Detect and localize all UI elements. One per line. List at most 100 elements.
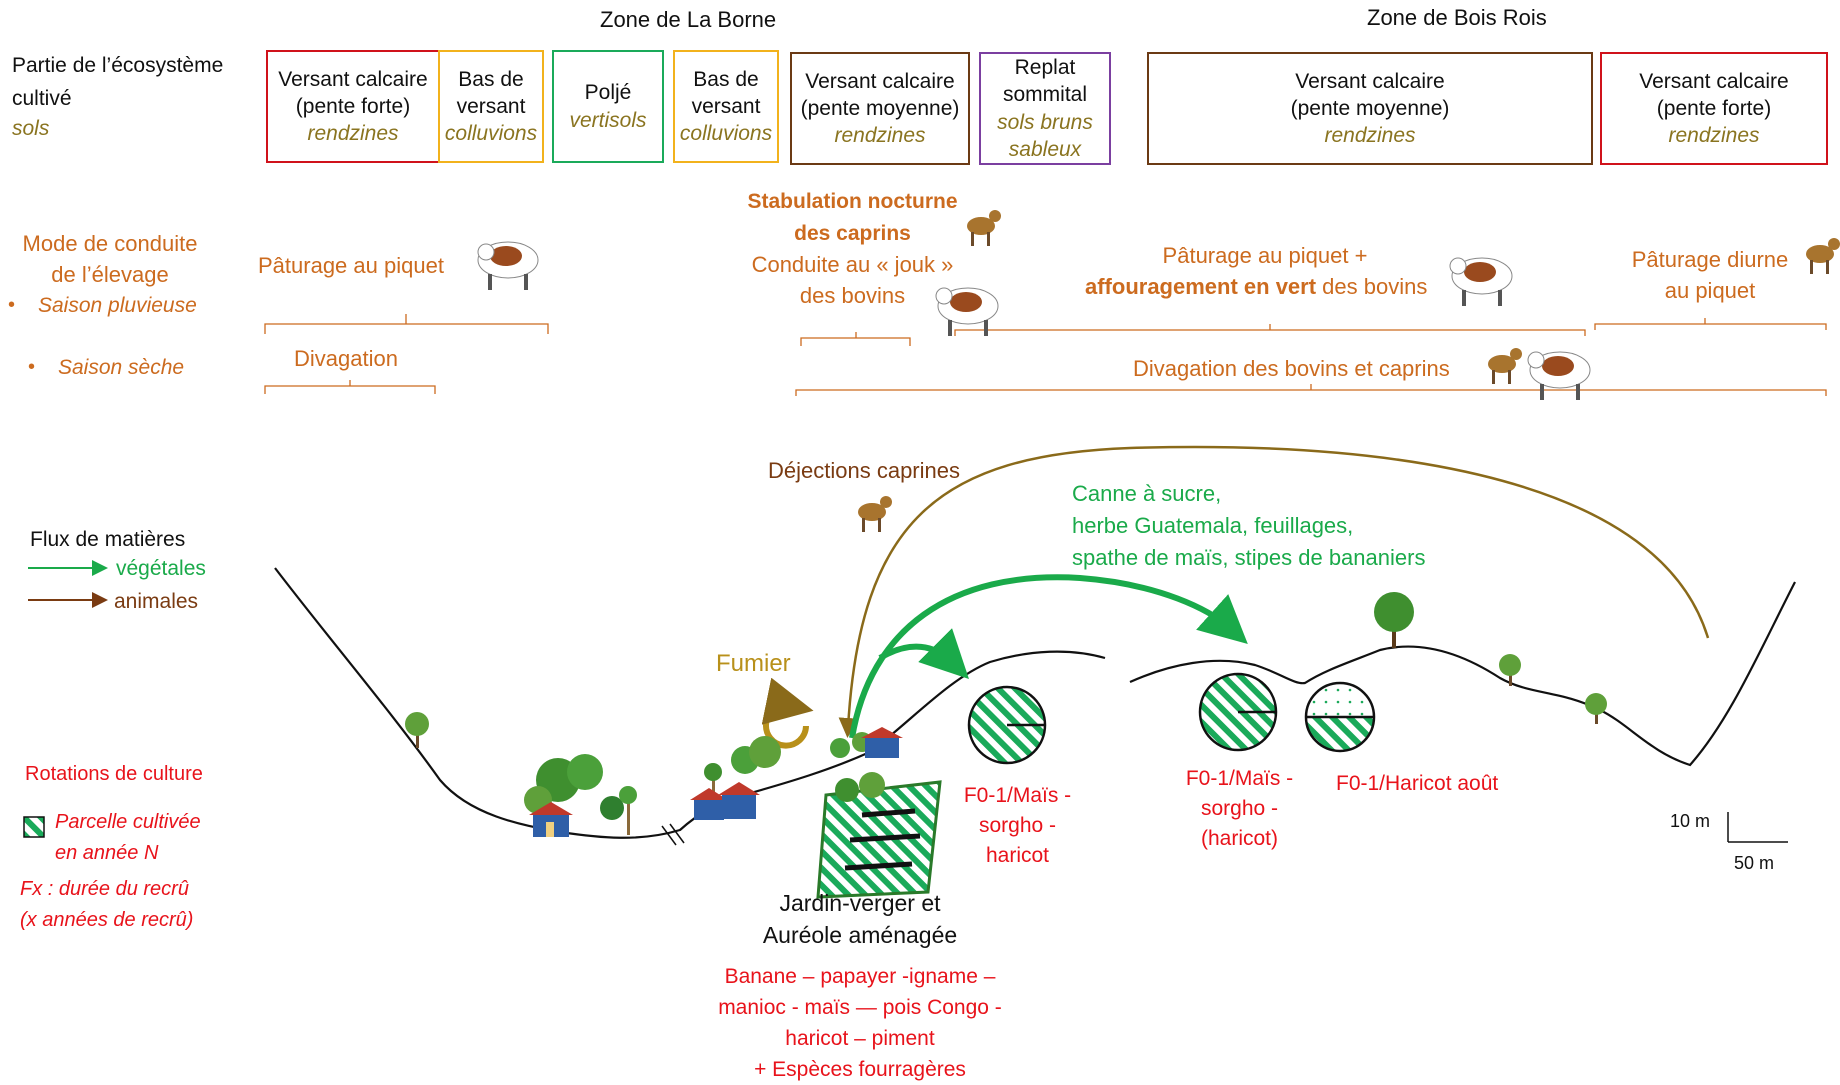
stabulation-text-cont: des caprins: [794, 222, 911, 245]
divagation-bovins-caprins-text: Divagation des bovins et caprins: [1133, 356, 1450, 381]
plot-circle-1: [967, 685, 1047, 765]
unit-name: versant: [691, 94, 761, 118]
mode-conduite-label: Mode de conduite: [22, 231, 198, 256]
sols-label: sols: [12, 117, 50, 140]
bullet: •: [8, 294, 16, 316]
legend-plot-label: Parcelle cultivée: [55, 811, 201, 833]
cow-icon: [1527, 351, 1591, 400]
plot-circle-2: [1198, 672, 1278, 752]
divagation-text: Divagation: [294, 346, 398, 371]
tree-cluster-icon: [704, 732, 885, 805]
ecosystem-unit-box: Versant calcaire(pente moyenne)rendzines: [790, 52, 970, 165]
vegetal-flux-list: Canne à sucre, herbe Guatemala, feuillag…: [1072, 478, 1425, 574]
tree-icon: [1374, 592, 1414, 648]
unit-name: Poljé: [584, 81, 632, 105]
jardin-crop-line: + Espèces fourragères: [754, 1058, 966, 1081]
fx-legend: Fx : durée du recrû: [20, 878, 189, 900]
scale-vertical-label: 10 m: [1670, 811, 1711, 831]
unit-name: Versant calcaire: [1639, 69, 1789, 93]
cow-icon: [1449, 257, 1513, 306]
paturage-diurne-text-cont: au piquet: [1664, 278, 1756, 303]
vegetal-flow-arrow-east: [849, 574, 1248, 739]
unit-name: Bas de: [458, 67, 524, 91]
dejections-arrow: [838, 445, 1710, 738]
house-icon: [529, 802, 573, 837]
cow-icon: [935, 287, 999, 336]
cow-icon: [477, 241, 539, 290]
unit-name: Versant calcaire: [1295, 69, 1445, 93]
stabulation-text: Stabulation nocturne: [747, 190, 958, 213]
jardin-verger-plot: [816, 780, 942, 899]
paturage-piquet-text: Pâturage au piquet: [258, 253, 444, 278]
vegetal-flux-item: herbe Guatemala, feuillages,: [1072, 513, 1354, 538]
unit-name: Replat: [1014, 55, 1076, 79]
ecosystem-unit-box: Versant calcaire (pente forte) rendzines: [266, 50, 440, 163]
jardin-crops: Banane – papayer -igname – manioc - maïs…: [680, 961, 1040, 1085]
legend-plot-square: [23, 816, 45, 838]
ecosystem-unit-box: Versant calcaire (pente forte) rendzines: [1600, 52, 1828, 165]
saison-pluvieuse-label: Saison pluvieuse: [38, 294, 197, 317]
flux-animales-label: animales: [114, 590, 199, 613]
bullet: •: [28, 356, 36, 378]
ecosystem-label: Partie de l’écosystème: [12, 54, 224, 77]
vegetal-flux-item: Canne à sucre,: [1072, 481, 1222, 506]
plot2-label: F0-1/Maïs - sorgho - (haricot): [1162, 764, 1317, 854]
unit-soil: rendzines: [1324, 124, 1416, 148]
tree-icon: [1585, 693, 1607, 724]
unit-name: (pente moyenne): [800, 96, 960, 120]
affouragement-text: Pâturage au piquet +: [1162, 243, 1368, 268]
goat-icon: [858, 496, 892, 532]
profile-break-mark: [669, 823, 685, 844]
unit-name: versant: [456, 94, 526, 118]
unit-name: Bas de: [693, 67, 759, 91]
flux-title: Flux de matières: [30, 528, 186, 551]
paturage-diurne-text: Pâturage diurne: [1631, 247, 1789, 272]
plot1-label-line: haricot: [985, 844, 1050, 867]
unit-name: (pente forte): [295, 94, 411, 118]
zone-title-bois-rois: Zone de Bois Rois: [1367, 5, 1547, 30]
unit-soil: rendzines: [834, 124, 926, 148]
rotations-title: Rotations de culture: [25, 763, 203, 785]
unit-name: (pente moyenne): [1290, 96, 1450, 120]
scale-bar: [1727, 812, 1788, 843]
landscape-profile-east: [1129, 581, 1796, 767]
unit-soil: rendzines: [307, 122, 399, 146]
tree-icon: [1499, 654, 1521, 686]
jardin-title: Jardin-verger et: [779, 890, 941, 916]
profile-break-mark: [661, 825, 677, 846]
fx-legend-cont: (x années de recrû): [20, 909, 194, 931]
unit-soil: rendzines: [1668, 124, 1760, 148]
house-icon: [690, 782, 760, 820]
plot2-label-line: (haricot): [1200, 827, 1279, 850]
jardin-crop-line: Banane – papayer -igname –: [724, 965, 996, 988]
plot2-label-line: F0-1/Maïs -: [1185, 767, 1294, 790]
saison-seche-label: Saison sèche: [58, 356, 185, 379]
goat-icon: [967, 210, 1001, 246]
ecosystem-unit-box: Bas de versant colluvions: [673, 50, 779, 163]
scale-horizontal-label: 50 m: [1734, 853, 1775, 873]
plot-circle-3: [1304, 681, 1376, 753]
flux-vegetales-label: végétales: [116, 557, 206, 580]
unit-soil: colluvions: [444, 122, 538, 146]
unit-soil: colluvions: [679, 122, 773, 146]
ecosystem-unit-box: Versant calcaire (pente moyenne) rendzines: [1147, 52, 1593, 165]
ecosystem-label-cont: cultivé: [12, 87, 72, 110]
legend-plot-label-cont: en année N: [55, 842, 159, 864]
unit-soil: vertisols: [569, 108, 647, 132]
ecosystem-unit-box: Bas de versant colluvions: [438, 50, 544, 163]
unit-name: Versant calcaire: [278, 67, 428, 91]
jardin-crop-line: manioc - maïs — pois Congo -: [718, 996, 1002, 1019]
vegetal-flow-arrow-near: [878, 628, 969, 679]
season-brackets: [264, 314, 1827, 396]
ecosystem-unit-box: Poljé vertisols: [552, 50, 664, 163]
mode-conduite-label-cont: de l’élevage: [51, 262, 169, 287]
fumier-label: Fumier: [716, 650, 791, 677]
dejections-label: Déjections caprines: [768, 458, 960, 483]
vegetal-flux-item: spathe de maïs, stipes de bananiers: [1072, 545, 1426, 570]
plot2-label-line: sorgho -: [1200, 797, 1279, 820]
house-icon: [861, 727, 903, 758]
unit-name: (pente forte): [1656, 96, 1772, 120]
jardin-title-cont: Auréole aménagée: [762, 922, 958, 948]
unit-soil: sols bruns sableux: [997, 110, 1093, 161]
